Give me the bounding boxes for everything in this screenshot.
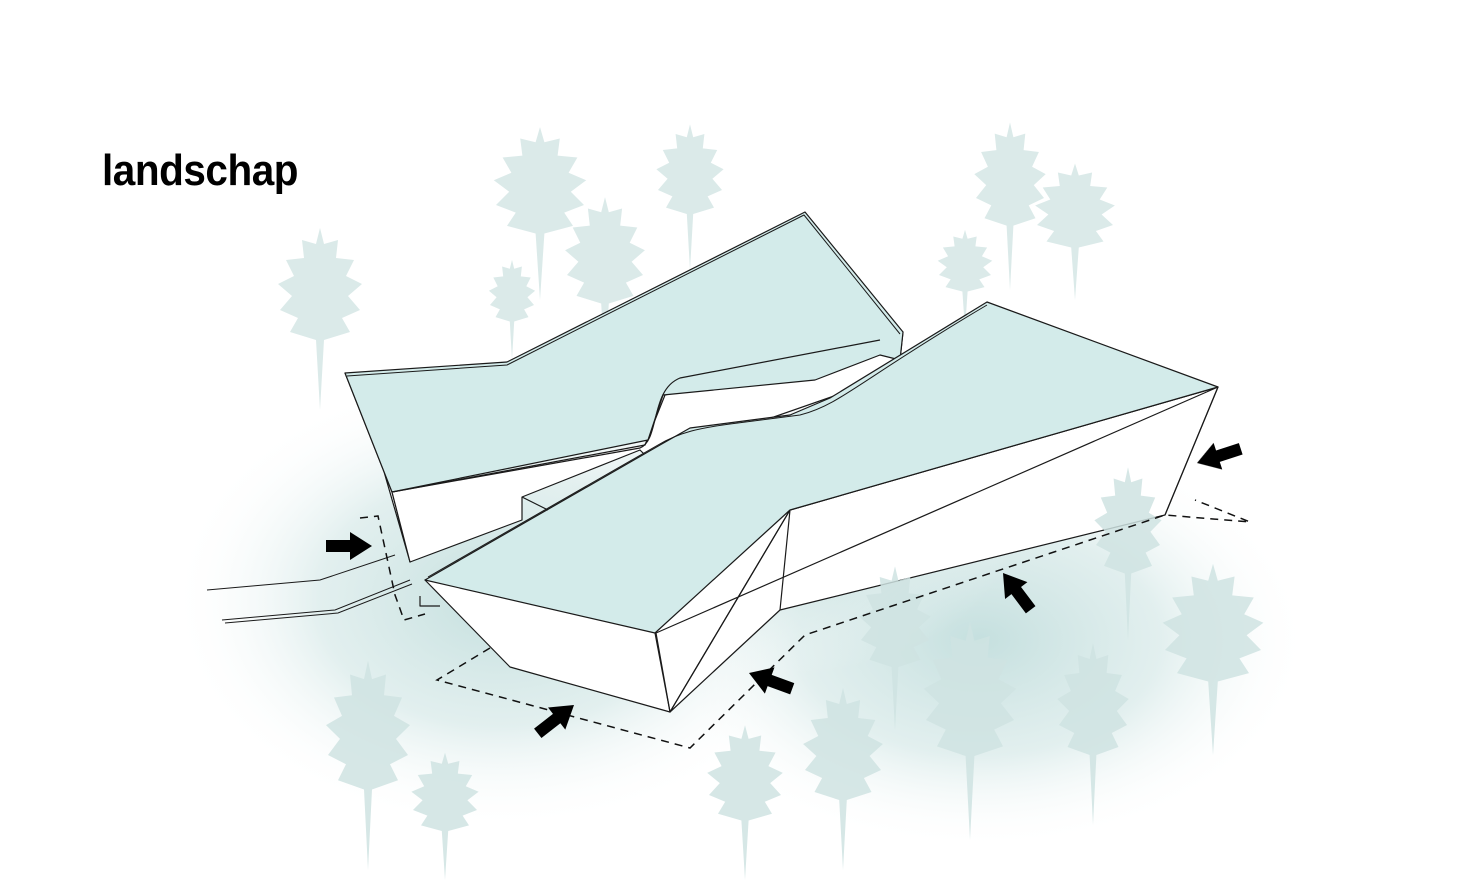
- arrow-icon: [1192, 435, 1246, 477]
- tree-icon: [656, 124, 724, 271]
- building-wing-right: [419, 301, 1219, 713]
- diagram-title: landschap: [102, 146, 299, 195]
- site-boundary: [359, 499, 1251, 749]
- access-path: [206, 554, 413, 624]
- tree-icon: [1035, 163, 1115, 300]
- tree-icon: [488, 259, 536, 360]
